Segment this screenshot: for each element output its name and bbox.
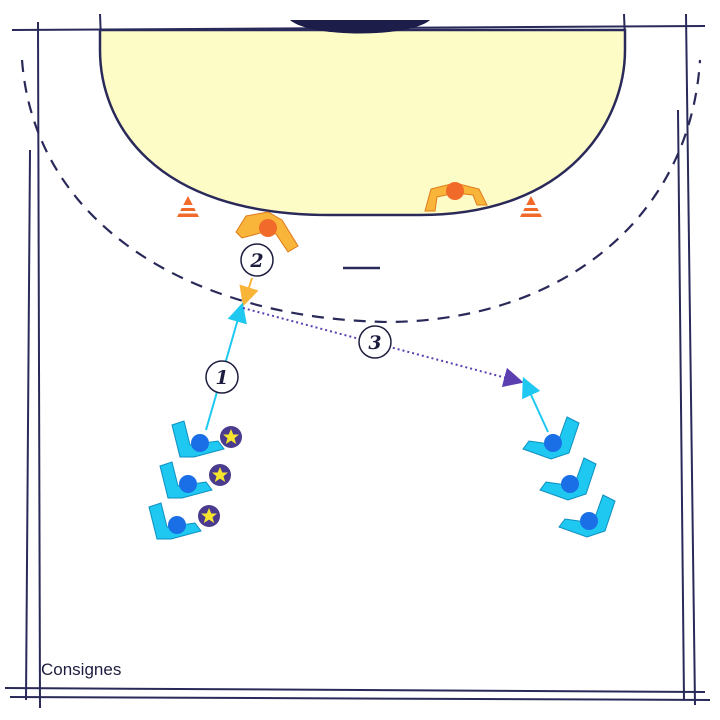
goal-area (98, 28, 627, 217)
free-throw-line (20, 59, 702, 324)
attacker-left-1 (171, 420, 225, 458)
cone-icon (520, 196, 542, 217)
defender-move-arrow (239, 277, 259, 307)
step-marker-1: 1 (205, 360, 239, 394)
attacker-left-2 (159, 461, 213, 499)
attacker-right-2 (539, 457, 597, 501)
star-ball-icon (220, 426, 242, 448)
instructions-label: Consignes (41, 660, 122, 679)
court-border (4, 13, 711, 709)
defender-top (424, 182, 488, 212)
svg-text:3: 3 (368, 332, 381, 354)
step-marker-2: 2 (240, 243, 274, 277)
cone-icon (177, 196, 199, 217)
attacker-left-3 (148, 502, 202, 540)
star-ball-icon (198, 505, 220, 527)
defender-left (235, 211, 299, 253)
goal-icon (290, 20, 430, 34)
step-marker-3: 3 (358, 325, 392, 359)
attacker-right-3 (558, 494, 616, 538)
svg-text:2: 2 (249, 250, 263, 272)
star-ball-icon (209, 464, 231, 486)
svg-text:1: 1 (215, 367, 228, 389)
run-arrow-right (522, 376, 549, 433)
attacker-right-1 (522, 416, 580, 460)
